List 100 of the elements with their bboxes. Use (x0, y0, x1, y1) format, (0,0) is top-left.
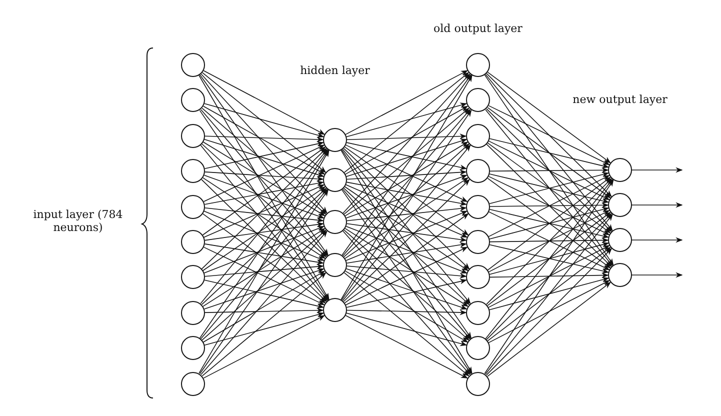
arrow (486, 108, 612, 232)
arrow (490, 237, 609, 244)
neuron-circle (323, 168, 347, 192)
arrow (203, 246, 325, 306)
arrow (199, 110, 329, 301)
arrow (342, 73, 470, 214)
arrow (487, 246, 611, 342)
arrow (200, 188, 328, 340)
arrow (200, 74, 328, 214)
arrow (344, 142, 468, 216)
neuron-circle (466, 300, 490, 325)
arrow (204, 210, 325, 261)
arrow (346, 102, 468, 138)
arrow (346, 242, 467, 264)
arrow (346, 312, 468, 346)
arrow (342, 188, 471, 340)
arrow (486, 144, 612, 268)
arrow (204, 184, 325, 238)
neuron-circle (466, 194, 490, 219)
arrow (200, 230, 328, 375)
arrow (203, 144, 325, 202)
arrow (340, 150, 472, 374)
neuron-circle (466, 372, 490, 396)
arrow (485, 178, 613, 340)
neuron-circle (466, 265, 490, 290)
arrow (346, 268, 468, 310)
arrow (200, 74, 328, 256)
neuron-circle (181, 230, 205, 254)
arrow (487, 212, 611, 306)
arrow (340, 74, 472, 300)
neuron-circle (323, 298, 347, 322)
arrow (345, 246, 468, 306)
arrow (486, 178, 612, 305)
neuron-circle (466, 159, 490, 184)
arrow (346, 210, 468, 261)
arrow (632, 272, 683, 278)
arrow (204, 174, 324, 218)
arrow (341, 149, 472, 339)
arrow (346, 184, 468, 238)
arrow (204, 226, 324, 274)
arrow (204, 268, 324, 310)
arrow (204, 138, 324, 178)
arrow (342, 189, 472, 374)
layer-label: input layer (784 neurons) (32, 208, 124, 234)
arrow (204, 141, 324, 170)
arrow (198, 150, 330, 374)
arrow (341, 110, 472, 300)
arrow (487, 282, 612, 377)
neuron-circle (323, 210, 347, 234)
arrow (199, 189, 329, 374)
arrow (344, 272, 470, 376)
arrow (489, 277, 610, 310)
arrow (345, 106, 468, 175)
neuron-circle (181, 88, 205, 112)
arrow (346, 278, 467, 308)
neuron-circle (466, 230, 490, 254)
arrow (487, 72, 611, 164)
arrow (346, 226, 468, 274)
arrow (346, 142, 467, 170)
arrow (203, 106, 326, 175)
neuron-circle (181, 300, 205, 325)
arrow (344, 228, 468, 307)
arrow (344, 146, 469, 236)
arrow (204, 103, 324, 138)
arrow (203, 70, 325, 135)
neuron-circle (466, 88, 490, 112)
arrow (485, 214, 613, 375)
arrow (204, 172, 324, 182)
arrow (485, 74, 613, 232)
arrow (204, 180, 324, 205)
layer-label: old output layer (432, 22, 524, 35)
arrow (486, 213, 612, 340)
arrow (203, 315, 325, 378)
arrow (198, 74, 330, 300)
neuron-circle (323, 128, 347, 152)
neuron-circle (323, 253, 347, 277)
arrow (490, 167, 609, 173)
arrow (487, 107, 611, 198)
arrow (488, 105, 610, 166)
arrow (346, 266, 467, 279)
arrow (202, 177, 326, 259)
arrow (204, 222, 324, 241)
arrow (342, 230, 470, 376)
arrow (484, 179, 614, 374)
arrow (346, 182, 467, 206)
neuron-circle (466, 124, 490, 148)
arrow (632, 202, 683, 208)
arrow (202, 213, 326, 304)
arrow (488, 245, 610, 308)
arrow (342, 108, 471, 256)
neuron-circle (181, 124, 205, 148)
arrow (344, 230, 470, 341)
arrow (344, 72, 470, 173)
arrow (200, 109, 328, 256)
arrow (346, 206, 467, 222)
neuron-circle (181, 159, 205, 184)
neuron-circle (608, 228, 632, 252)
neuron-circle (181, 336, 205, 360)
arrow (344, 213, 469, 304)
arrow (342, 74, 472, 256)
